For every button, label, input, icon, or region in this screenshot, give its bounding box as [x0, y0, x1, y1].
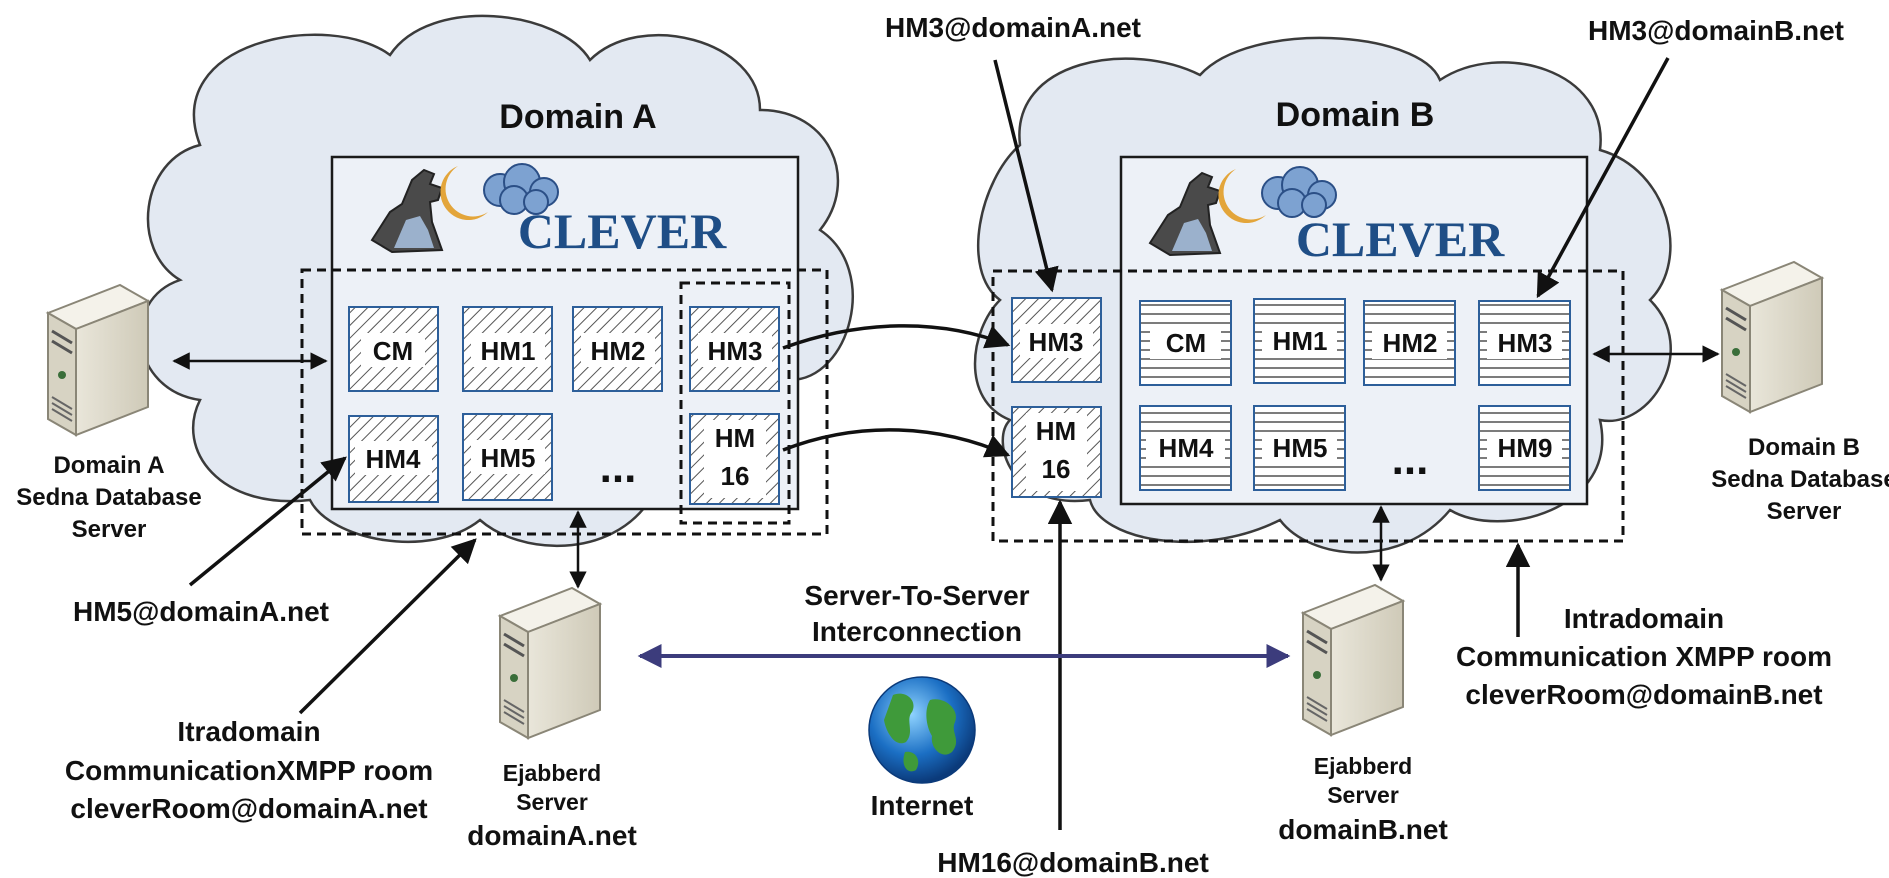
svg-text:Communication XMPP room: Communication XMPP room: [1456, 641, 1832, 672]
hm3-domainA-callout: HM3@domainA.net: [885, 12, 1141, 43]
domain-a-brand: CLEVER: [518, 203, 727, 259]
hm5-callout: HM5@domainA.net: [73, 596, 329, 627]
svg-text:Domain A: Domain A: [53, 452, 164, 479]
svg-text:Itradomain: Itradomain: [177, 716, 320, 747]
svg-text:Server: Server: [72, 516, 147, 543]
hm3-domainB-callout-arrow: [1536, 57, 1670, 299]
node-hm16: HM 16: [689, 413, 780, 505]
svg-text:HM4: HM4: [366, 444, 421, 474]
domain-b-db-label: Domain B Sedna Database Server: [1711, 434, 1889, 525]
hm3-domainA-callout-arrow: [993, 59, 1059, 293]
domain-a-room-callout-arrow: [298, 538, 477, 715]
domain-a-federated-group: [679, 281, 791, 525]
domain-a-ellipsis: ...: [600, 443, 637, 492]
svg-text:HM5: HM5: [1273, 433, 1328, 463]
domain-b-ellipsis: ...: [1392, 435, 1429, 484]
svg-text:Sedna Database: Sedna Database: [1711, 466, 1889, 493]
node-hm2: HM2: [572, 306, 663, 392]
svg-text:HM: HM: [1036, 416, 1076, 446]
domain-a-room-label: Itradomain CommunicationXMPP room clever…: [65, 716, 433, 824]
node-hm4: HM4: [348, 415, 439, 503]
domain-b-brand: CLEVER: [1296, 211, 1505, 267]
domain-a-title: Domain A: [499, 98, 656, 136]
svg-text:16: 16: [721, 461, 750, 491]
domain-b-ejabberd-server-icon: [1301, 583, 1405, 737]
svg-text:HM3: HM3: [708, 336, 763, 366]
node-hm5: HM5: [462, 413, 553, 501]
svg-text:HM2: HM2: [1383, 328, 1438, 358]
domain-a-ejabberd-server-icon: [498, 586, 602, 740]
domain-b-title: Domain B: [1276, 96, 1435, 134]
node-hm4: HM4: [1139, 405, 1232, 491]
svg-text:16: 16: [1042, 454, 1071, 484]
hm16-domainB-callout: HM16@domainB.net: [937, 847, 1209, 878]
svg-text:cleverRoom@domainA.net: cleverRoom@domainA.net: [70, 793, 427, 824]
domain-b-guest-nodes: HM3 HM 16: [1011, 297, 1102, 498]
internet-label: Internet: [871, 790, 974, 821]
guest-node-hm3: HM3: [1011, 297, 1102, 383]
svg-text:HM9: HM9: [1498, 433, 1553, 463]
svg-text:Domain B: Domain B: [1748, 434, 1860, 461]
svg-text:Server: Server: [516, 789, 588, 815]
domain-b-ejabberd-label: Ejabberd Server domainB.net: [1278, 753, 1448, 845]
domain-a-nodes: CM HM1 HM2 HM3 HM4 HM5 ... HM 16: [348, 306, 780, 505]
node-hm2: HM2: [1363, 300, 1456, 386]
hm5-callout-arrow: [188, 456, 347, 587]
svg-text:CommunicationXMPP room: CommunicationXMPP room: [65, 755, 433, 786]
svg-text:Server-To-Server: Server-To-Server: [804, 580, 1029, 611]
svg-text:HM1: HM1: [481, 336, 536, 366]
node-hm1: HM1: [462, 306, 553, 392]
svg-text:Sedna Database: Sedna Database: [16, 484, 201, 511]
svg-text:Ejabberd: Ejabberd: [1314, 753, 1412, 779]
guest-node-hm16: HM 16: [1011, 406, 1102, 498]
node-cm: CM: [1139, 300, 1232, 386]
node-hm1: HM1: [1253, 298, 1346, 384]
node-hm9: HM9: [1478, 405, 1571, 491]
connectors: [172, 57, 1720, 830]
domain-a-db-label: Domain A Sedna Database Server: [16, 452, 201, 543]
domain-b-room-label: Intradomain Communication XMPP room clev…: [1456, 603, 1832, 710]
node-cm: CM: [348, 306, 439, 392]
svg-text:CM: CM: [373, 336, 413, 366]
svg-text:Server: Server: [1767, 498, 1842, 525]
node-hm3: HM3: [689, 306, 780, 392]
interconnect-label: Server-To-Server Interconnection: [804, 580, 1029, 647]
svg-text:HM3: HM3: [1029, 327, 1084, 357]
svg-text:CM: CM: [1166, 328, 1206, 358]
domain-a-db-server-icon: [46, 283, 150, 437]
svg-text:Interconnection: Interconnection: [812, 616, 1022, 647]
svg-text:HM3: HM3: [1498, 328, 1553, 358]
svg-text:HM5: HM5: [481, 443, 536, 473]
hm16-migration-arrow: [782, 428, 1011, 458]
svg-text:Intradomain: Intradomain: [1564, 603, 1724, 634]
domain-b-db-server-icon: [1720, 260, 1824, 414]
svg-text:Ejabberd: Ejabberd: [503, 760, 601, 786]
svg-text:cleverRoom@domainB.net: cleverRoom@domainB.net: [1465, 679, 1822, 710]
domain-a-cluster-outline: [300, 268, 829, 536]
hm3-migration-arrow: [782, 324, 1011, 350]
domain-b-nodes: CM HM1 HM2 HM3 HM4 HM5 ... HM9: [1139, 298, 1571, 491]
svg-text:Server: Server: [1327, 782, 1399, 808]
domain-b-cluster-outline: [991, 269, 1625, 543]
svg-text:domainA.net: domainA.net: [467, 820, 637, 851]
hm3-domainB-callout: HM3@domainB.net: [1588, 15, 1844, 46]
svg-text:HM: HM: [715, 423, 755, 453]
internet-globe-icon: [868, 676, 976, 784]
node-hm3: HM3: [1478, 300, 1571, 386]
node-hm5: HM5: [1253, 405, 1346, 491]
svg-text:HM2: HM2: [591, 336, 646, 366]
svg-text:HM4: HM4: [1159, 433, 1214, 463]
domain-a-ejabberd-label: Ejabberd Server domainA.net: [467, 760, 637, 851]
svg-text:domainB.net: domainB.net: [1278, 814, 1448, 845]
svg-text:HM1: HM1: [1273, 326, 1328, 356]
